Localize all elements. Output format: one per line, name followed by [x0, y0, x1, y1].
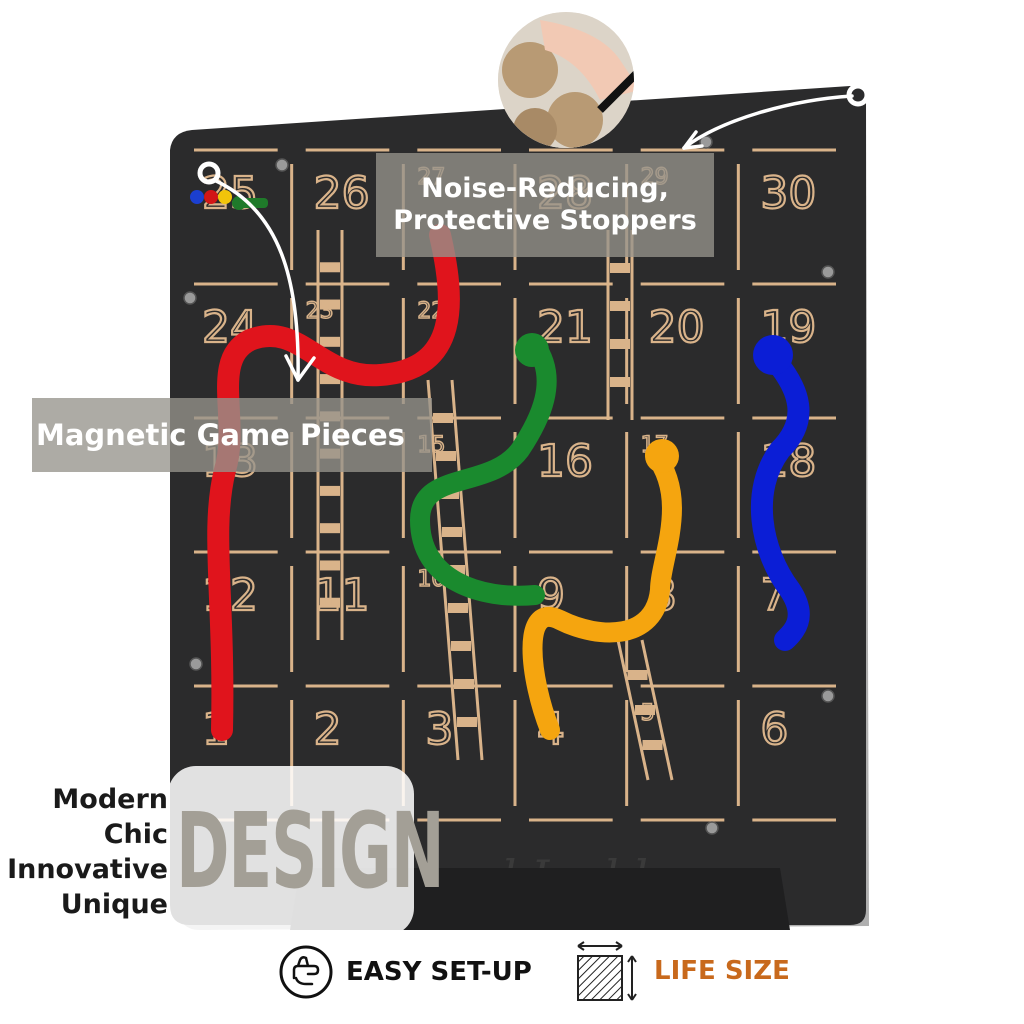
bolt [821, 265, 835, 279]
stoppers-callout: Noise-Reducing, Protective Stoppers [376, 153, 714, 257]
bolt [275, 158, 289, 172]
size-square-icon [577, 941, 637, 1001]
design-big-word: DESIGN [176, 790, 445, 912]
stopper-photo [498, 12, 634, 148]
green-snake [409, 335, 557, 606]
feature-life-label: LIFE SIZE [654, 956, 790, 986]
design-panel [168, 766, 414, 936]
stoppers-line1: Noise-Reducing, [421, 173, 669, 204]
stoppers-line2: Protective Stoppers [393, 205, 697, 236]
orange-snake [522, 445, 682, 740]
cell-number: 26 [314, 168, 370, 219]
feature-easy-setup: EASY SET-UP [278, 944, 532, 1000]
bolt [189, 657, 203, 671]
board-face [170, 85, 866, 925]
cell-number: 3 [425, 704, 453, 755]
cell-number: 30 [760, 168, 816, 219]
hand-gesture-icon [279, 945, 333, 999]
design-word-modern: Modern [52, 784, 168, 815]
feature-easy-label: EASY SET-UP [346, 957, 532, 987]
game-piece [204, 190, 218, 204]
feature-life-size: LIFE SIZE [576, 938, 790, 1004]
callout-arrows [197, 83, 870, 382]
design-word-chic: Chic [103, 819, 168, 850]
cell-number: 6 [760, 704, 788, 755]
blue-snake-head [753, 335, 793, 375]
cell-number: 20 [649, 302, 705, 353]
bolt [705, 821, 719, 835]
blue-snake [750, 349, 810, 651]
orange-snake-head [645, 439, 679, 473]
ladder [616, 639, 674, 781]
cell-number: 16 [537, 436, 593, 487]
bolt [183, 291, 197, 305]
magnetic-label: Magnetic Game Pieces [36, 418, 405, 452]
snakes [207, 224, 810, 741]
design-word-innovative: Innovative [7, 854, 168, 885]
cell-number: 11 [314, 570, 370, 621]
cell-number: 2 [314, 704, 342, 755]
cell-number: 5 [641, 701, 655, 726]
red-snake [207, 224, 460, 741]
design-word-unique: Unique [60, 889, 168, 920]
bolt [821, 689, 835, 703]
game-piece [218, 190, 232, 204]
game-pieces [190, 190, 268, 210]
cell-number: 23 [306, 299, 334, 324]
green-snake-head [515, 333, 549, 367]
ladder [606, 230, 634, 420]
board-stand [290, 868, 790, 930]
game-piece [190, 190, 204, 204]
magnetic-callout: Magnetic Game Pieces [32, 398, 432, 472]
design-word-list: Modern Chic Innovative Unique [7, 782, 168, 922]
